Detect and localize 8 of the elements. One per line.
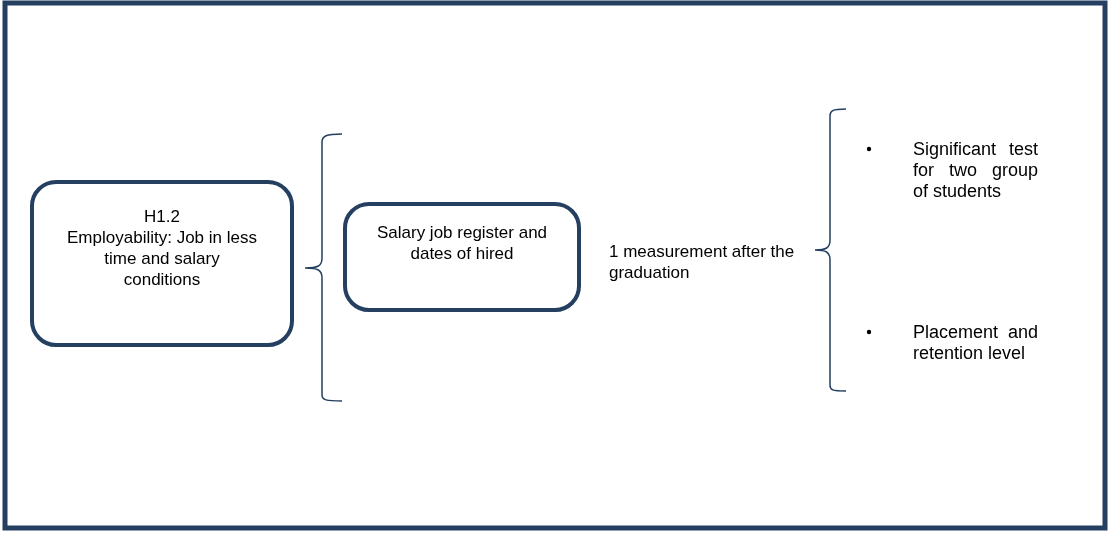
bullet-text: Placement and retention level: [913, 322, 1038, 364]
node-heading: H1.2: [144, 206, 180, 227]
bullet-text: Significant test for two group of students: [913, 139, 1038, 202]
note-text: 1 measurement after the graduation: [609, 241, 796, 283]
rounded-box: [30, 180, 294, 347]
node-text: Employability: Job in less time and salary conditions: [67, 227, 257, 290]
node-text: Salary job register and dates of hired: [375, 222, 549, 264]
rounded-box: [343, 202, 581, 312]
